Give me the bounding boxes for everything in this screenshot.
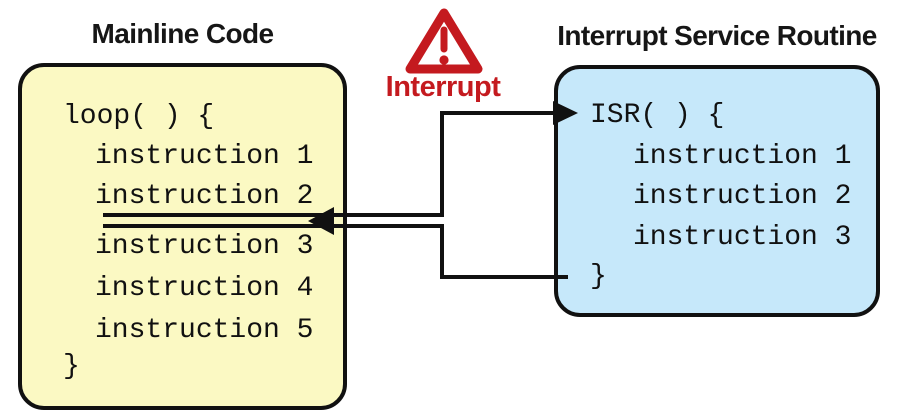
isr-box [554, 65, 880, 317]
isr-instruction-1: instruction 1 [633, 141, 852, 172]
mainline-instruction-3: instruction 3 [95, 231, 314, 262]
isr-title: Interrupt Service Routine [557, 20, 877, 51]
warning-triangle-icon [405, 8, 483, 74]
isr-instruction-2: instruction 2 [633, 181, 852, 212]
mainline-instruction-2: instruction 2 [95, 181, 314, 212]
mainline-line-loop-close: } [63, 351, 80, 382]
mainline-code-title: Mainline Code [91, 18, 275, 49]
mainline-instruction-4: instruction 4 [95, 273, 314, 304]
isr-line-close: } [590, 261, 607, 292]
interrupt-label: Interrupt [385, 71, 501, 103]
exclamation-dot [439, 55, 449, 65]
mainline-instruction-5: instruction 5 [95, 315, 314, 346]
isr-line-open: ISR( ) { [590, 100, 725, 131]
mainline-line-loop-open: loop( ) { [63, 101, 215, 132]
mainline-instruction-1: instruction 1 [95, 141, 314, 172]
isr-instruction-3: instruction 3 [633, 222, 852, 253]
